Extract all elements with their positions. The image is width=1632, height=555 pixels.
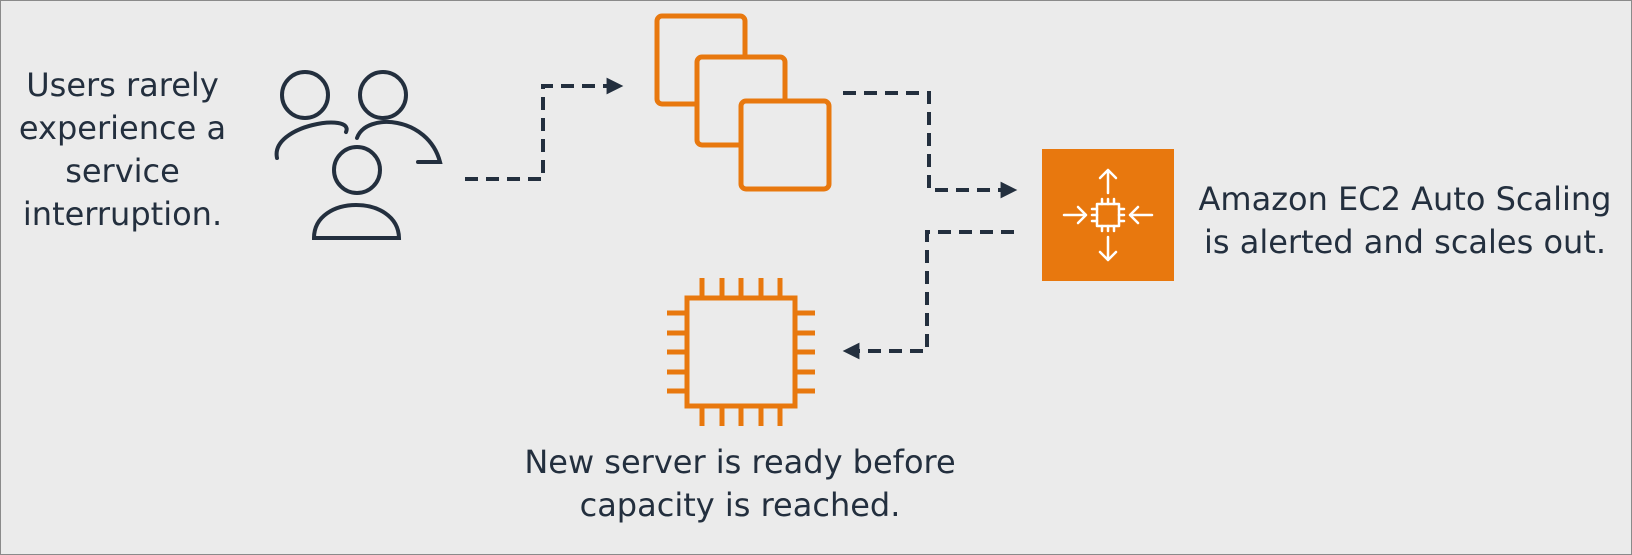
users-label-line-1: Users rarely: [26, 66, 219, 104]
chip-server-icon: [667, 278, 815, 426]
stacked-instances-icon: [654, 13, 832, 192]
auto-scaling-label-line-1: Amazon EC2 Auto Scaling: [1198, 180, 1612, 218]
new-server-label: New server is ready before capacity is r…: [505, 441, 975, 527]
auto-scaling-icon: [1042, 149, 1174, 281]
users-label-line-2: experience a: [18, 109, 227, 147]
auto-scaling-label: Amazon EC2 Auto Scaling is alerted and s…: [1185, 178, 1625, 264]
arrow-autoscaling-to-server: [842, 230, 1014, 360]
users-label: Users rarely experience a service interr…: [10, 64, 235, 236]
user-left-icon: [274, 70, 349, 160]
users-label-line-4: interruption.: [22, 195, 223, 233]
users-label-line-3: service: [65, 152, 180, 190]
users-group-icon: [274, 70, 443, 240]
arrow-instances-to-autoscaling: [843, 91, 1018, 199]
user-right-icon: [355, 70, 443, 164]
arrow-users-to-instances: [465, 77, 624, 181]
auto-scaling-label-line-2: is alerted and scales out.: [1203, 223, 1607, 261]
new-server-label-line-2: capacity is reached.: [579, 486, 901, 524]
new-server-label-line-1: New server is ready before: [524, 443, 956, 481]
user-front-icon: [311, 145, 402, 240]
